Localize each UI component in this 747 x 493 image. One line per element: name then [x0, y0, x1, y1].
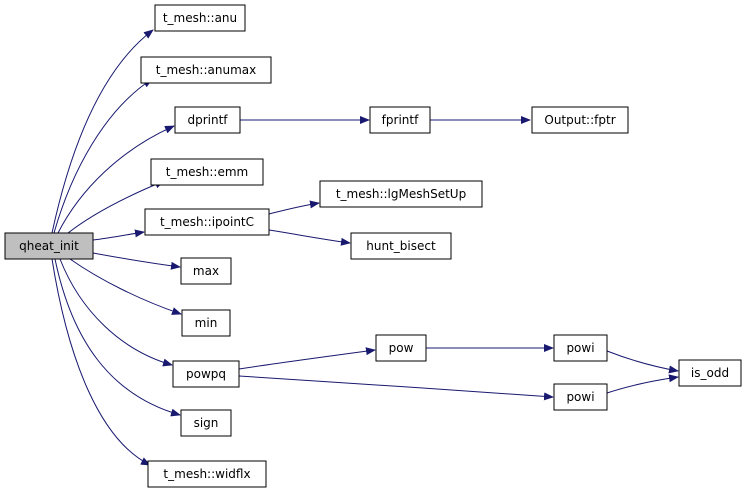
edge-ipointc-to-lgmeshsetup	[268, 200, 320, 215]
node-powpq[interactable]: powpq	[172, 360, 240, 388]
node-is-odd[interactable]: is_odd	[678, 359, 742, 387]
node-pow[interactable]: pow	[375, 334, 427, 362]
edge-powi-2-to-is-odd	[606, 374, 679, 394]
node-label: is_odd	[691, 366, 729, 380]
node-label: t_mesh::anu	[163, 11, 237, 25]
node-label: t_mesh::widflx	[163, 467, 250, 481]
node-min[interactable]: min	[181, 309, 231, 337]
node-label: hunt_bisect	[366, 239, 436, 253]
node-label: powpq	[186, 367, 226, 381]
node-label: qheat_init	[19, 239, 79, 253]
edge-qheat-init-to-emm	[67, 180, 165, 234]
node-qheat-init[interactable]: qheat_init	[4, 232, 94, 260]
edge-powpq-to-pow	[238, 347, 376, 370]
edge-qheat-init-to-sign	[54, 258, 181, 417]
node-t-mesh-anu[interactable]: t_mesh::anu	[154, 4, 246, 32]
node-label: Output::fptr	[544, 113, 615, 127]
node-label: fprintf	[382, 113, 419, 127]
edge-powi-1-to-is-odd	[606, 350, 679, 374]
node-label: powi	[566, 390, 594, 404]
edge-qheat-init-to-min	[69, 258, 182, 315]
node-hunt-bisect[interactable]: hunt_bisect	[350, 232, 452, 260]
edge-qheat-init-to-powpq	[59, 258, 173, 367]
edge-ipointc-to-hunt-bisect	[268, 229, 351, 246]
edges	[51, 29, 679, 466]
edge-powpq-to-powi-2	[238, 375, 554, 401]
node-label: dprintf	[187, 113, 228, 127]
edge-qheat-init-to-max	[92, 252, 181, 270]
edge-qheat-init-to-anumax	[53, 78, 153, 234]
node-powi-2[interactable]: powi	[553, 383, 608, 411]
node-label: pow	[389, 341, 414, 355]
edge-qheat-init-to-widflx	[51, 258, 151, 466]
node-powi-1[interactable]: powi	[553, 334, 608, 362]
node-max[interactable]: max	[180, 257, 232, 285]
node-fprintf[interactable]: fprintf	[369, 106, 431, 134]
node-t-mesh-lgmeshsetup[interactable]: t_mesh::lgMeshSetUp	[319, 180, 483, 208]
node-t-mesh-anumax[interactable]: t_mesh::anumax	[140, 56, 272, 84]
node-t-mesh-widflx[interactable]: t_mesh::widflx	[147, 460, 267, 488]
node-label: max	[193, 264, 219, 278]
edge-qheat-init-to-anu	[51, 29, 154, 234]
node-label: t_mesh::emm	[166, 165, 248, 179]
node-sign[interactable]: sign	[180, 409, 232, 437]
edge-qheat-init-to-ipointc	[92, 229, 145, 241]
node-label: sign	[194, 416, 219, 430]
node-t-mesh-emm[interactable]: t_mesh::emm	[150, 158, 264, 186]
edge-qheat-init-to-dprintf	[57, 125, 175, 234]
node-label: t_mesh::ipointC	[160, 215, 254, 229]
node-t-mesh-ipointc[interactable]: t_mesh::ipointC	[144, 208, 270, 236]
node-label: min	[195, 316, 218, 330]
node-label: t_mesh::lgMeshSetUp	[336, 187, 466, 201]
node-output-fptr[interactable]: Output::fptr	[531, 106, 629, 134]
node-label: t_mesh::anumax	[156, 63, 256, 77]
node-dprintf[interactable]: dprintf	[174, 106, 241, 134]
node-label: powi	[566, 341, 594, 355]
